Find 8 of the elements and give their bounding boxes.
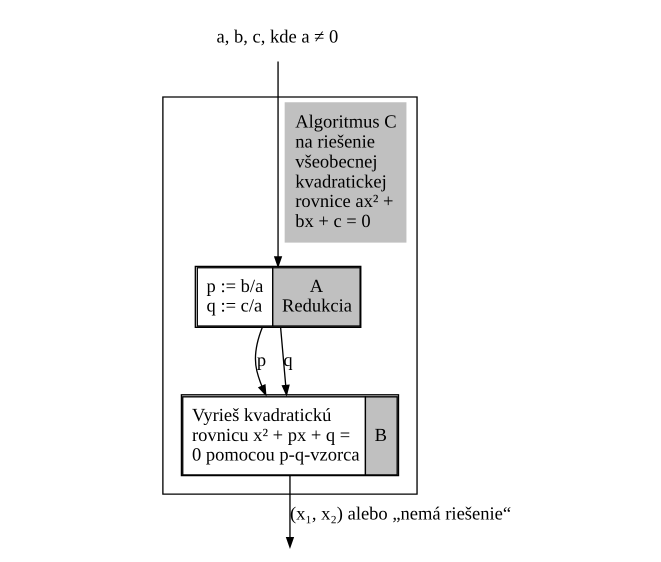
node-text: a, b, c, kde a ≠ 0 [216,26,338,48]
edge-label: (x₁, x₂) alebo „nemá riešenie“ [289,504,511,525]
edge-label: q [282,350,292,371]
arrow [279,328,290,397]
arrow [285,476,294,549]
edge-label: p [256,350,266,371]
arrow [273,62,282,268]
arrow [254,327,266,397]
